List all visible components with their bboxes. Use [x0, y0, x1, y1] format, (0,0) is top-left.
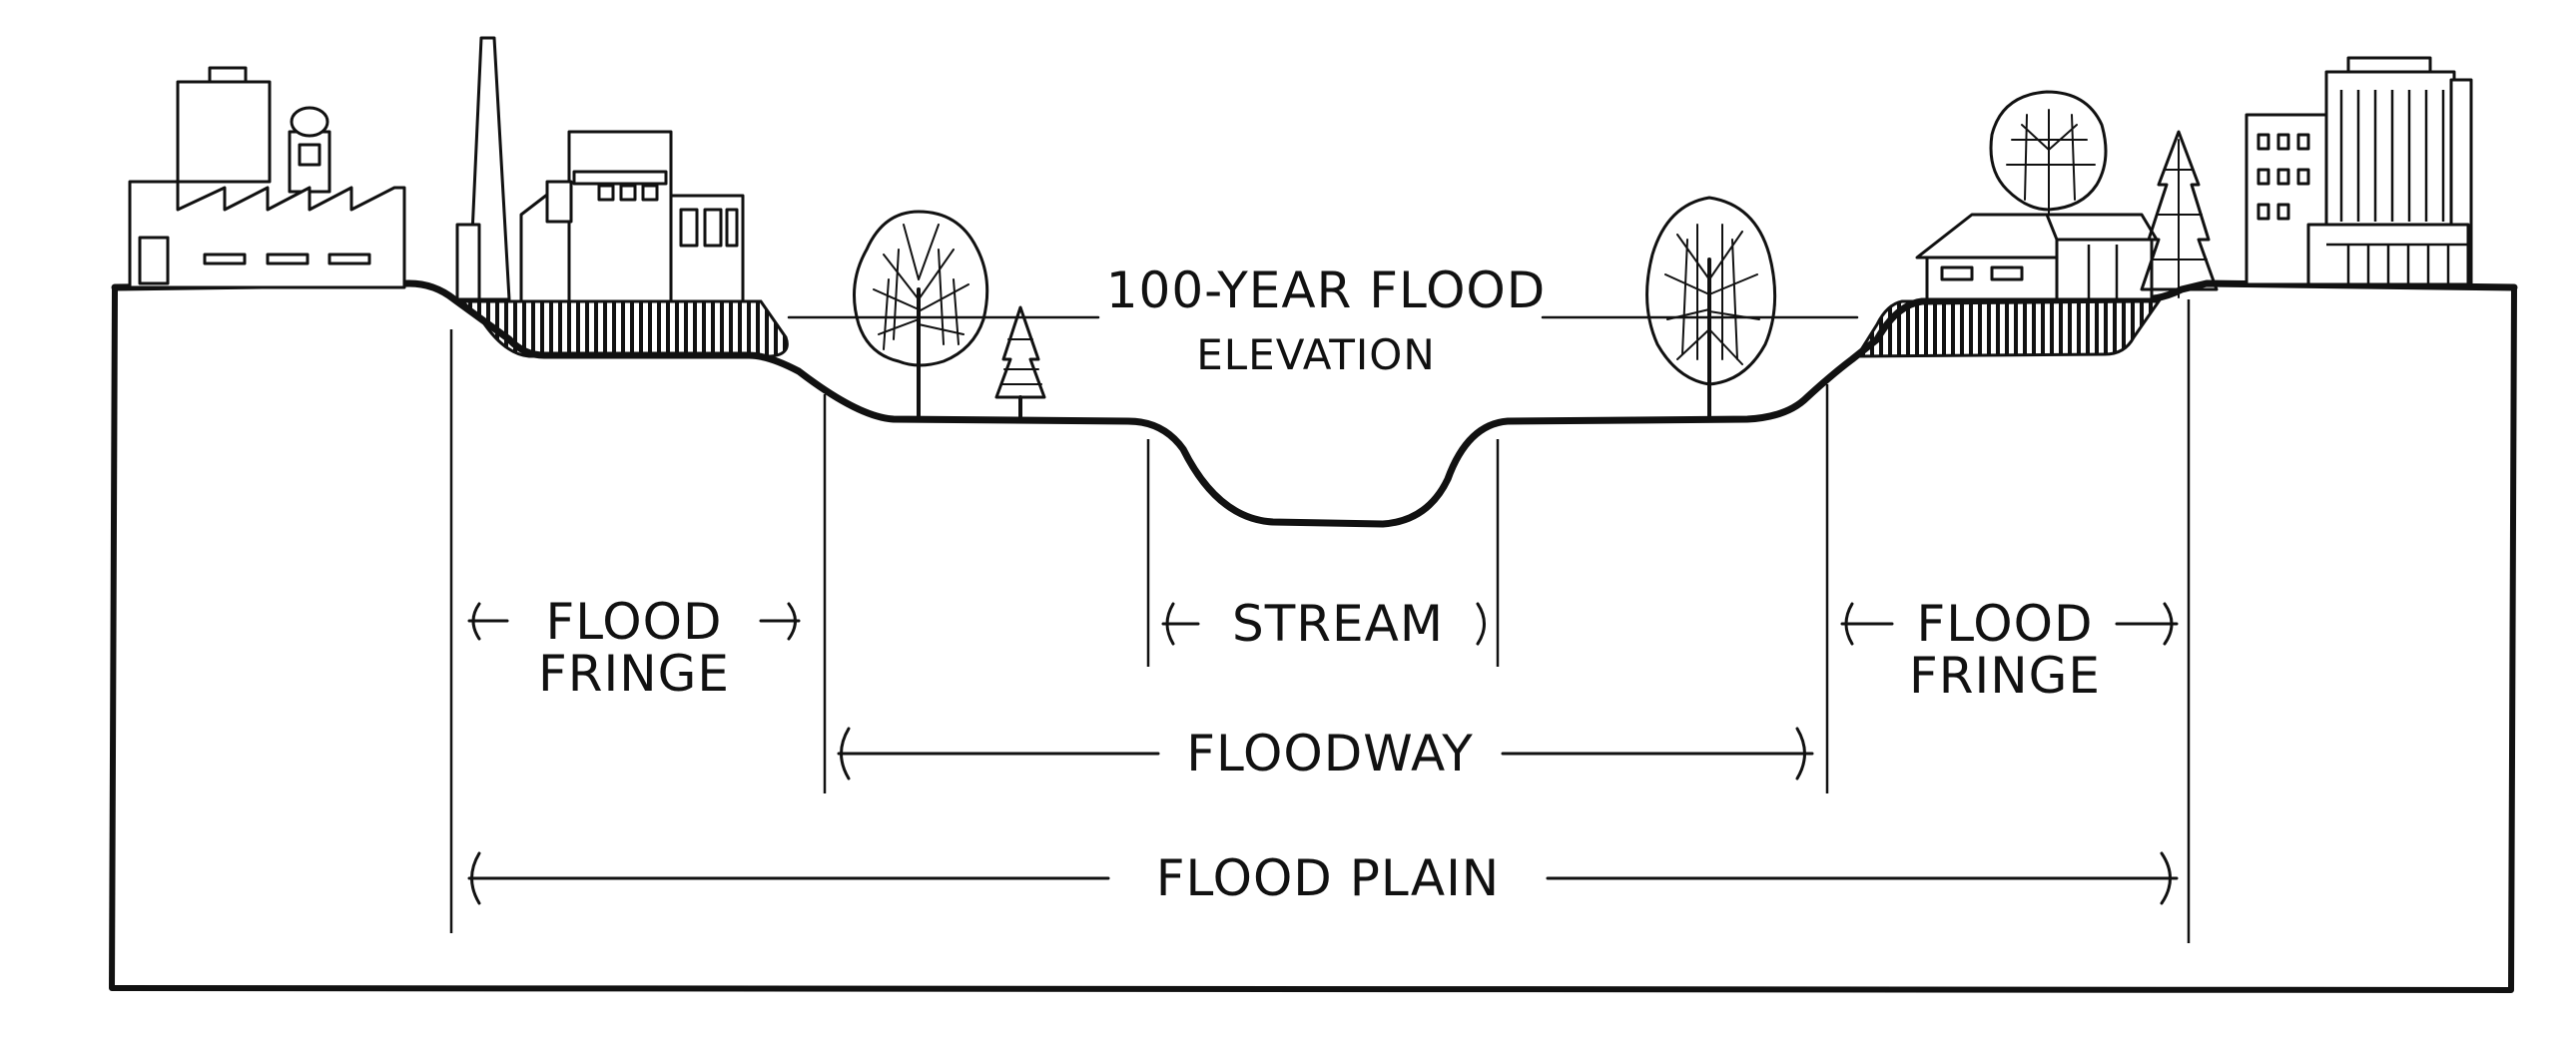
flood-elevation-label-line2: ELEVATION: [1196, 330, 1436, 379]
flood-fringe-right-label-line2: FRINGE: [1909, 647, 2101, 705]
office-buildings-right: [2245, 56, 2473, 286]
tree-deciduous-left: [853, 210, 989, 419]
factory-left: [128, 66, 406, 289]
right-fill-area: [1854, 299, 2162, 358]
stream-label: STREAM: [1232, 595, 1444, 653]
power-plant-left: [455, 36, 745, 303]
left-fill-area: [458, 299, 789, 358]
tree-conifer-right: [2140, 130, 2219, 298]
ground-profile: [111, 279, 2518, 528]
section-frame: [109, 284, 2517, 993]
flood-elevation-label-line1: 100-YEAR FLOOD: [1106, 261, 1547, 319]
tree-conifer-left: [994, 305, 1046, 419]
house-right: [1915, 213, 2159, 301]
flood-fringe-left-label-line2: FRINGE: [538, 645, 730, 703]
tree-deciduous-right: [1645, 196, 1777, 419]
tree-behind-house: [1989, 90, 2108, 216]
flood-fringe-right-arrow: [1840, 602, 2179, 646]
flood-plain-label: FLOOD PLAIN: [1156, 849, 1500, 907]
flood-plain-arrow: [467, 851, 2179, 905]
floodway-arrow: [837, 727, 1814, 780]
flood-fringe-right-label-line1: FLOOD: [1916, 595, 2093, 653]
flood-fringe-left-arrow: [467, 602, 801, 641]
flood-fringe-left-label-line1: FLOOD: [545, 593, 722, 651]
floodway-label: FLOODWAY: [1186, 725, 1474, 782]
stream-arrow: [1161, 602, 1486, 646]
